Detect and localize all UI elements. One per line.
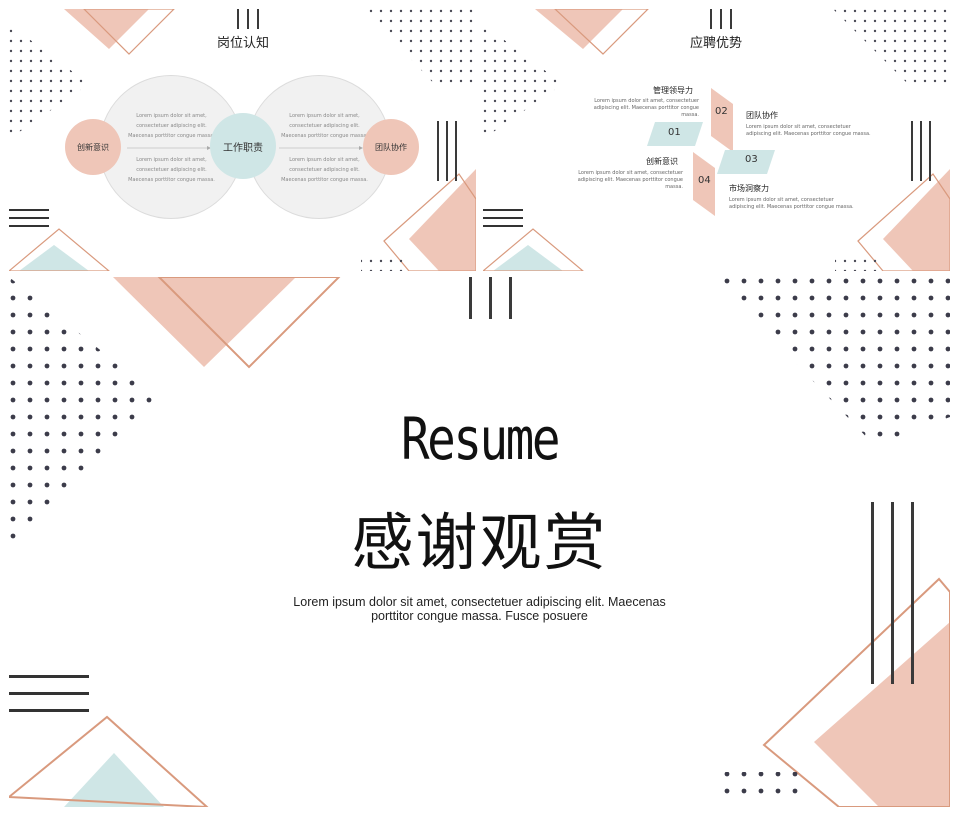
subtitle-line-1: Lorem ipsum dolor sit amet, consectetuer… — [293, 595, 666, 609]
dot-pattern-right — [364, 9, 476, 89]
left-pink-circle: 创新意识 — [65, 119, 121, 175]
dot-pattern-bottom — [714, 772, 809, 802]
vertical-bars-right — [437, 121, 457, 181]
slide2-decor — [483, 9, 950, 271]
slide-thumbnail-2[interactable]: 应聘优势 01 02 03 04 管理领导力 Lorem ipsum dolor… — [483, 9, 950, 271]
subtitle-line-2: porttitor congue massa. Fusce posuere — [371, 609, 588, 623]
dot-pattern-right — [833, 9, 950, 89]
dot-pattern-bottom — [835, 259, 880, 271]
item-text-01: Lorem ipsum dolor sit amet, consectetuer… — [577, 170, 683, 190]
lorem-block-left-bottom: Lorem ipsum dolor sit amet,consectetuer … — [128, 157, 215, 183]
dot-pattern-left — [9, 24, 89, 139]
vertical-bars-right — [871, 502, 914, 684]
outline-triangle-top — [83, 9, 175, 55]
num-02: 02 — [715, 106, 728, 117]
slide-main-thanks[interactable]: Resume 感谢观赏 Lorem ipsum dolor sit amet, … — [9, 277, 950, 807]
item-title-01: 创新意识 — [646, 157, 678, 166]
vertical-bars-top — [710, 9, 732, 29]
dot-pattern-left — [9, 277, 159, 547]
shape-02 — [711, 88, 733, 152]
num-01: 01 — [668, 127, 681, 138]
slide3-decor — [9, 277, 950, 807]
lorem-block-right-top: Lorem ipsum dolor sit amet,consectetuer … — [281, 113, 368, 139]
outline-triangle-bl — [483, 228, 584, 271]
pink-triangle-top — [535, 9, 623, 49]
item-text-02: Lorem ipsum dolor sit amet, consectetuer… — [593, 98, 699, 118]
left-circle-label: 创新意识 — [77, 142, 109, 152]
item-title-04: 市场洞察力 — [729, 184, 769, 193]
item-text-03: Lorem ipsum dolor sit amet, consectetuer… — [746, 124, 871, 137]
teal-triangle-bl — [493, 245, 563, 271]
slide1-decor — [9, 9, 476, 271]
dot-pattern-left — [483, 24, 563, 139]
teal-triangle-bl — [64, 753, 164, 807]
title-english: Resume — [400, 405, 561, 473]
vertical-bars-right — [911, 121, 931, 181]
pink-triangle-br — [409, 169, 476, 271]
horizontal-lines — [483, 209, 523, 233]
arrows — [127, 146, 363, 150]
outline-triangle-top — [157, 277, 341, 369]
shape-01 — [647, 122, 703, 146]
item-title-02: 管理领导力 — [653, 86, 693, 95]
pink-triangle-br — [883, 169, 950, 271]
vertical-bars-top — [469, 277, 512, 319]
num-04: 04 — [698, 175, 711, 186]
subtitle: Lorem ipsum dolor sit amet, consectetuer… — [9, 595, 950, 623]
slide2-title: 应聘优势 — [689, 36, 742, 51]
slide1-title: 岗位认知 — [216, 36, 269, 51]
item-title-03: 团队协作 — [746, 111, 778, 120]
vertical-bars-top — [237, 9, 259, 29]
pink-triangle-br — [814, 622, 950, 807]
item-text-04: Lorem ipsum dolor sit amet, consectetuer… — [729, 197, 854, 210]
lorem-block-right-bottom: Lorem ipsum dolor sit amet,consectetuer … — [281, 157, 368, 183]
horizontal-lines — [9, 675, 89, 726]
center-teal-circle: 工作职责 — [210, 113, 276, 179]
lorem-block-left-top: Lorem ipsum dolor sit amet,consectetuer … — [128, 113, 215, 139]
pink-triangle-top — [64, 9, 149, 49]
horizontal-lines — [9, 209, 49, 233]
outline-triangle-br — [762, 577, 950, 807]
num-03: 03 — [745, 154, 758, 165]
slide-thumbnail-1[interactable]: 岗位认知 Lorem ipsum dolor sit amet,consecte… — [9, 9, 476, 271]
shape-03 — [717, 150, 775, 174]
outline-triangle-bl — [9, 228, 110, 271]
teal-triangle-bl — [19, 245, 89, 271]
dot-pattern-bottom — [361, 259, 406, 271]
title-chinese: 感谢观赏 — [351, 506, 608, 579]
outline-triangle-bl — [9, 715, 209, 807]
right-circle-label: 团队协作 — [375, 142, 407, 152]
outline-triangle-top — [554, 9, 649, 55]
shape-04 — [693, 152, 715, 216]
dot-pattern-right — [714, 277, 950, 445]
right-pink-circle: 团队协作 — [363, 119, 419, 175]
center-circle-label: 工作职责 — [223, 142, 263, 154]
